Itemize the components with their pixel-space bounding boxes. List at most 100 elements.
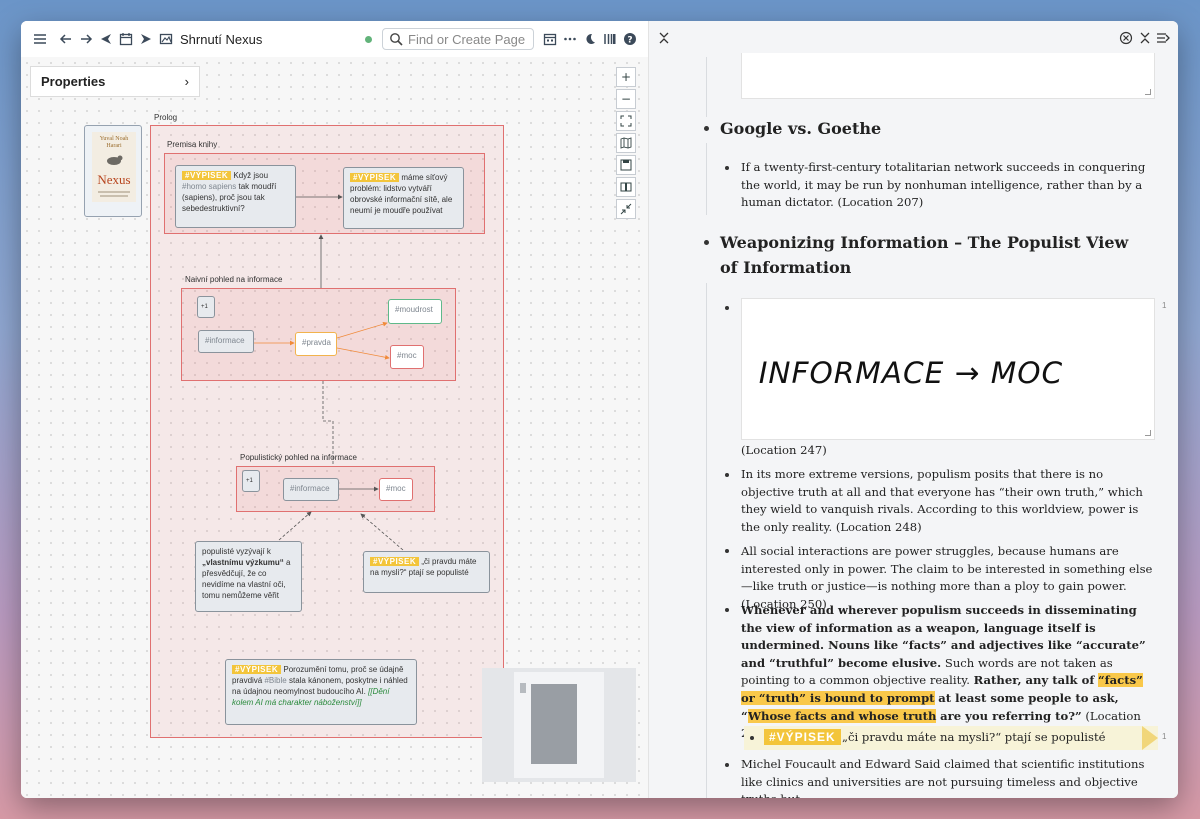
informace-tag: #informace	[205, 336, 245, 345]
note-text: Když jsou	[233, 171, 269, 180]
book-card[interactable]: Yuval Noah Harari Nexus	[84, 125, 142, 217]
help-icon[interactable]: ?	[620, 29, 640, 49]
bold-text: are you referring to?”	[940, 708, 1082, 723]
calendar-today-icon[interactable]	[540, 29, 560, 49]
note-text: máme síťový problém: lidstvo vytváří obr…	[350, 173, 453, 215]
pravda-tag: #pravda	[302, 338, 331, 347]
pravdu-note[interactable]: #VÝPISEK „či pravdu máte na mysli?“ ptaj…	[363, 551, 490, 593]
normal-text: Such words are not taken as pointing to …	[741, 655, 1113, 688]
bullet	[725, 166, 729, 170]
highlighted-text: Whose facts and whose truth	[748, 708, 937, 723]
paragraph-foucault[interactable]: Michel Foucault and Edward Said claimed …	[741, 757, 1145, 798]
homo-sapiens-tag[interactable]: #homo sapiens	[182, 182, 237, 191]
populisticky-badge[interactable]: +1	[242, 470, 260, 492]
populisticky-informace-node[interactable]: #informace	[283, 478, 339, 501]
toggle-sidebar-icon[interactable]	[1156, 31, 1170, 49]
next-day-icon[interactable]	[136, 29, 156, 49]
bullet	[725, 763, 729, 767]
handwriting-image: INFORMACE → MOC	[759, 356, 1062, 390]
page-link[interactable]: [[Dění kolem AI má charakter náboženství…	[232, 687, 390, 707]
sidebar-columns-icon[interactable]	[600, 29, 620, 49]
note-text: „či pravdu máte na mysli?“ ptají se popu…	[370, 557, 477, 577]
dark-mode-moon-icon[interactable]	[580, 29, 600, 49]
book-icon[interactable]	[616, 177, 636, 197]
back-arrow-icon[interactable]	[56, 29, 76, 49]
bullet	[704, 240, 709, 245]
search-icon	[390, 33, 403, 46]
naivni-moc-node[interactable]: #moc	[390, 345, 424, 369]
collapse-all-icon[interactable]	[1138, 31, 1152, 49]
more-options-icon[interactable]	[560, 29, 580, 49]
populiste-note[interactable]: populisté vyzývají k „vlastnímu výzkumu“…	[195, 541, 302, 612]
naivni-informace-node[interactable]: #informace	[198, 330, 254, 353]
quote-ref-count[interactable]: 1	[1162, 732, 1167, 741]
heading-weaponizing-information[interactable]: Weaponizing Information – The Populist V…	[720, 233, 1129, 277]
note-text: stala kánonem, poskytne i náhled na údaj…	[232, 676, 408, 696]
calendar-icon[interactable]	[116, 29, 136, 49]
vypisek-tag: #VÝPISEK	[232, 665, 282, 674]
bible-tag[interactable]: #Bible	[264, 676, 287, 685]
forward-arrow-icon[interactable]	[76, 29, 96, 49]
bullet	[725, 473, 729, 477]
bold-text: Rather, any talk of	[973, 673, 1095, 688]
bullet	[725, 608, 729, 612]
book-cover-image: Yuval Noah Harari Nexus	[92, 132, 136, 202]
properties-toggle[interactable]: Properties ›	[30, 66, 200, 97]
naivni-moudrost-node[interactable]: #moudrost	[388, 299, 442, 324]
prolog-label: Prolog	[154, 113, 178, 122]
paragraph-location-207[interactable]: If a twenty-first-century totalitarian n…	[741, 160, 1146, 210]
handwriting-drawing[interactable]: INFORMACE → MOC	[741, 298, 1155, 440]
moc-tag: #moc	[397, 351, 417, 360]
paragraph-location-248[interactable]: In its more extreme versions, populism p…	[741, 467, 1143, 534]
vypisek-tag[interactable]: #VÝPISEK	[764, 729, 841, 745]
paragraph-location-251[interactable]: Whenever and wherever populism succeeds …	[741, 602, 1155, 743]
previous-day-icon[interactable]	[96, 29, 116, 49]
app-window: Shrnutí Nexus Find or Create Page ?	[21, 21, 1178, 798]
image-block-top[interactable]	[741, 53, 1155, 99]
left-toolbar: Shrnutí Nexus Find or Create Page ?	[21, 21, 648, 57]
right-sidebar: Google vs. Goethe If a twenty-first-cent…	[649, 21, 1178, 798]
note-bold-text: „vlastnímu výzkumu“	[202, 558, 284, 567]
bullet	[704, 126, 709, 131]
note-text: a přesvědčují, že co nevidíme na vlastní…	[202, 558, 291, 600]
whiteboard-pane[interactable]: Shrnutí Nexus Find or Create Page ?	[21, 21, 649, 798]
zoom-out-icon[interactable]: −	[616, 89, 636, 109]
naivni-label: Naivní pohled na informace	[185, 275, 283, 284]
heading-google-goethe[interactable]: Google vs. Goethe	[720, 119, 882, 138]
svg-text:?: ?	[627, 36, 632, 46]
collapse-vertical-icon[interactable]	[657, 31, 671, 49]
collapse-arrows-icon[interactable]	[616, 199, 636, 219]
sync-status-dot	[365, 35, 372, 43]
premisa-note-1[interactable]: #VÝPISEK Když jsou #homo sapiens tak mou…	[175, 165, 296, 228]
note-text: tak moudří (sapiens), proč jsou tak sebe…	[182, 182, 277, 213]
search-placeholder: Find or Create Page	[408, 31, 526, 47]
zoom-in-icon[interactable]: +	[616, 67, 636, 87]
location-247: (Location 247)	[741, 443, 827, 457]
bible-note[interactable]: #VÝPISEK Porozumění tomu, proč se údajně…	[225, 659, 417, 725]
page-title[interactable]: Shrnutí Nexus	[180, 31, 263, 47]
bullet	[725, 306, 729, 310]
premisa-label: Premisa knihy	[167, 140, 218, 149]
paragraph-location-250[interactable]: All social interactions are power strugg…	[741, 544, 1153, 611]
save-icon[interactable]	[616, 155, 636, 175]
menu-icon[interactable]	[30, 29, 50, 49]
block-ref-count[interactable]: 1	[1162, 301, 1167, 310]
vypisek-tag: #VÝPISEK	[350, 173, 400, 182]
naivni-pravda-node[interactable]: #pravda	[295, 332, 337, 356]
chevron-right-icon: ›	[184, 74, 189, 89]
map-icon[interactable]	[616, 133, 636, 153]
canvas-tools: + −	[616, 67, 636, 219]
bold-text: at least some people to ask, “	[741, 690, 1119, 723]
naivni-badge[interactable]: +1	[197, 296, 215, 318]
moc-tag: #moc	[386, 484, 406, 493]
close-circle-icon[interactable]	[1119, 31, 1133, 49]
bullet	[725, 549, 729, 553]
premisa-note-2[interactable]: #VÝPISEK máme síťový problém: lidstvo vy…	[343, 167, 464, 229]
populisticky-moc-node[interactable]: #moc	[379, 478, 413, 501]
quote-block[interactable]: #VÝPISEK „či pravdu máte na mysli?“ ptaj…	[744, 726, 1158, 750]
canvas-minimap[interactable]	[482, 668, 636, 782]
note-text: populisté vyzývají k	[202, 547, 271, 556]
fit-to-screen-icon[interactable]	[616, 111, 636, 131]
search-input[interactable]: Find or Create Page	[382, 28, 534, 50]
informace-tag: #informace	[290, 484, 330, 493]
